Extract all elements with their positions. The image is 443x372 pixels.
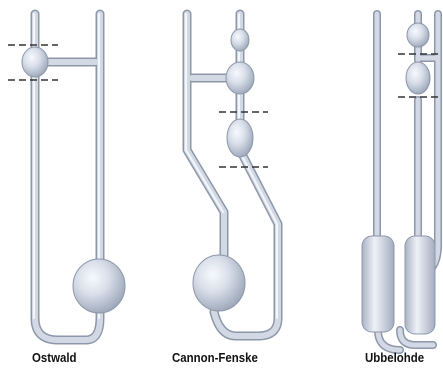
cannon-fenske-measuring-bulb xyxy=(227,119,253,157)
ostwald-upper-bulb xyxy=(22,47,48,77)
ostwald-label: Ostwald xyxy=(32,350,77,365)
ubbelohde-measuring-bulb xyxy=(406,62,430,94)
cannon-fenske-label: Cannon-Fenske xyxy=(172,350,258,365)
cannon-fenske-lower-bulb xyxy=(193,255,245,311)
ubbelohde-label: Ubbelohde xyxy=(365,350,424,365)
ostwald-viscometer xyxy=(8,14,125,340)
cannon-fenske-upper-bulb xyxy=(226,62,254,94)
cannon-fenske-viscometer xyxy=(186,14,278,336)
ubbelohde-left-reservoir xyxy=(362,236,394,332)
ubbelohde-top-bulb xyxy=(407,23,429,47)
ubbelohde-center-reservoir xyxy=(405,236,435,334)
cannon-fenske-top-bulb xyxy=(231,29,249,51)
ubbelohde-viscometer xyxy=(362,14,440,350)
ostwald-lower-bulb xyxy=(73,259,125,313)
